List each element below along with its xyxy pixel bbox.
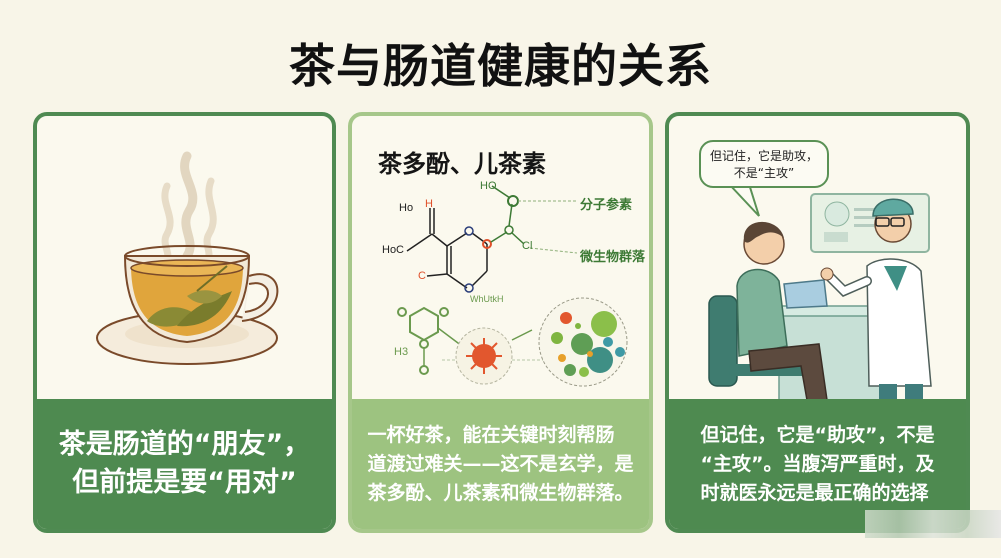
- card-polyphenols: 茶多酚、儿茶素: [348, 112, 653, 533]
- atom-c: C: [418, 270, 426, 282]
- tea-cup-caption-panel: 茶是肠道的“朋友”， 但前提是要“用对”: [37, 399, 332, 529]
- atom-label-small: WhUtkH: [470, 294, 504, 304]
- atom-ho-green: HO: [480, 180, 497, 192]
- tea-cup-illustration: [37, 116, 332, 400]
- doctor-caption-panel: 但记住，它是“助攻”，不是 “主攻”。当腹泻严重时，及 时就医永远是最正确的选择: [669, 399, 966, 529]
- label-molecule-element: 分子参素: [580, 198, 633, 213]
- polyphenols-caption-panel: 一杯好茶，能在关键时刻帮肠 道渡过难关——这不是玄学，是 茶多酚、儿茶素和微生物…: [352, 399, 649, 529]
- atom-h3: H3: [394, 346, 409, 358]
- label-microbiome: 微生物群落: [580, 250, 646, 265]
- watermark-blur: [865, 510, 1001, 538]
- polyphenols-heading: 茶多酚、儿茶素: [378, 150, 546, 178]
- atom-cl: Cl: [522, 240, 533, 252]
- molecule-diagram: 茶多酚、儿茶素: [352, 116, 649, 400]
- polyphenols-caption: 一杯好茶，能在关键时刻帮肠 道渡过难关——这不是玄学，是 茶多酚、儿茶素和微生物…: [367, 423, 634, 504]
- tea-cup-caption: 茶是肠道的“朋友”， 但前提是要“用对”: [58, 429, 311, 498]
- card-tea-cup: 茶是肠道的“朋友”， 但前提是要“用对”: [33, 112, 336, 533]
- doctor-caption: 但记住，它是“助攻”，不是 “主攻”。当腹泻严重时，及 时就医永远是最正确的选择: [700, 423, 935, 504]
- page-title: 茶与肠道健康的关系: [289, 39, 712, 93]
- speech-bubble: 但记住，它是助攻， 不是“主攻”: [699, 140, 829, 188]
- atom-hoc: HoC: [382, 244, 405, 256]
- atom-ho: Ho: [399, 202, 414, 214]
- card-doctor: 但记住，它是助攻， 不是“主攻” 但记住，它是“助攻”，不是 “主攻”。当腹泻严…: [665, 112, 970, 533]
- doctor-illustration: 但记住，它是助攻， 不是“主攻”: [669, 116, 966, 400]
- atom-h: H: [425, 198, 433, 210]
